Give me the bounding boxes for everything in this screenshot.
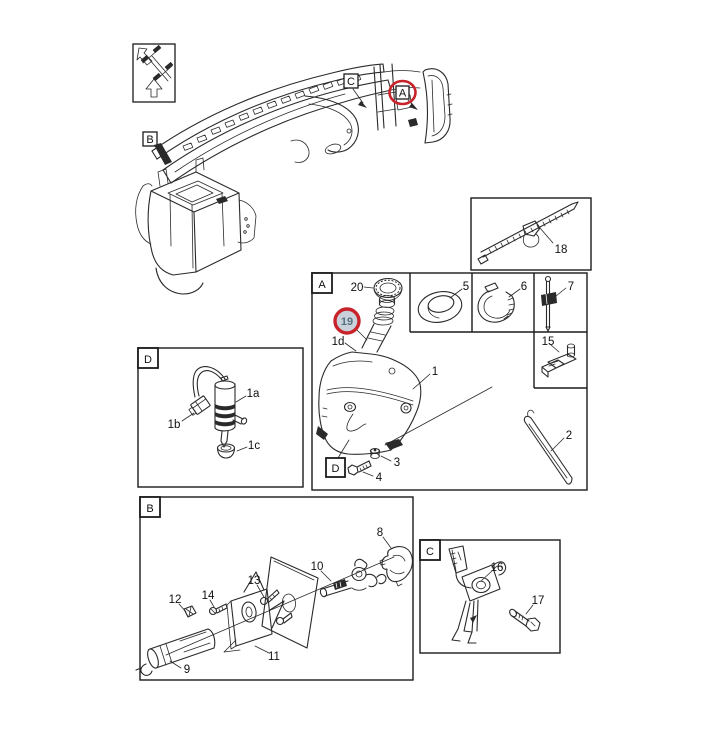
- housing-drawing: [135, 157, 257, 295]
- section-label-a-highlighted[interactable]: A: [388, 79, 419, 110]
- part-13-screw-drawing: [259, 589, 293, 626]
- callout-11[interactable]: 11: [268, 651, 280, 663]
- callout-1a[interactable]: 1a: [247, 388, 260, 400]
- callout-18[interactable]: 18: [555, 244, 568, 256]
- callout-15[interactable]: 15: [542, 336, 555, 348]
- callout-2[interactable]: 2: [566, 430, 572, 442]
- part-10-nozzle-drawing: [319, 558, 387, 598]
- beam-slots: [182, 74, 362, 151]
- section-d-box: D 1a 1b 1c: [137, 347, 304, 488]
- section-a-box: A: [311, 272, 588, 491]
- callout-4[interactable]: 4: [376, 472, 383, 484]
- callout-10[interactable]: 10: [311, 561, 324, 573]
- callout-14[interactable]: 14: [202, 590, 215, 602]
- part-7-pin-drawing: [541, 275, 557, 332]
- section-a-letter: A: [399, 88, 407, 100]
- callout-16[interactable]: 16: [491, 562, 504, 574]
- part-2-tube-drawing: [523, 409, 573, 485]
- section-a-highlight-ring: [388, 79, 417, 106]
- section-label-b[interactable]: B: [142, 131, 172, 165]
- part-17-bolt-drawing: [509, 608, 541, 632]
- callout-6[interactable]: 6: [521, 281, 527, 293]
- section-a-corner-letter: A: [318, 279, 326, 291]
- part-1-reservoir-drawing: [316, 351, 422, 455]
- duct-drawing: [290, 95, 359, 163]
- section-c-corner-letter: C: [426, 546, 434, 558]
- section-c-arrow-icon: [358, 101, 367, 108]
- part-19-filler-neck-drawing: [361, 295, 396, 353]
- part-5-grommet-drawing: [417, 291, 463, 323]
- travel-direction-arrow-icon: [136, 47, 153, 66]
- part-1b-connector-drawing: [188, 395, 211, 416]
- section-a-corner-box[interactable]: [311, 272, 333, 294]
- callout-13[interactable]: 13: [248, 575, 261, 587]
- inset-frame: [132, 43, 176, 103]
- section-d-corner-box[interactable]: [137, 347, 159, 369]
- part-6-clamp-drawing: [477, 282, 515, 323]
- section-d-reference-letter: D: [332, 463, 340, 475]
- callout-19-badge: [333, 307, 361, 335]
- callout-17[interactable]: 17: [532, 595, 545, 607]
- callout-19-highlighted[interactable]: 19: [333, 307, 368, 341]
- callout-12[interactable]: 12: [169, 594, 182, 606]
- part-9-cylinder-drawing: [135, 628, 216, 676]
- section-a-arrow-icon: [409, 103, 418, 110]
- part-3-bushing-drawing: [369, 447, 381, 459]
- section-b-letter: B: [146, 134, 153, 146]
- section-a-frame: [311, 272, 588, 491]
- section-b-frame: [139, 496, 414, 681]
- section-d-frame: [137, 347, 304, 488]
- part-11-bracket-drawing: [223, 571, 285, 653]
- callout-1b[interactable]: 1b: [168, 419, 181, 431]
- callout-7[interactable]: 7: [568, 281, 574, 293]
- callout-1c[interactable]: 1c: [248, 440, 260, 452]
- section-b-arrow-icon: [154, 143, 172, 165]
- section-d-corner-letter: D: [144, 354, 152, 366]
- callout-20[interactable]: 20: [351, 282, 364, 294]
- callout-1d[interactable]: 1d: [332, 336, 345, 348]
- part-1c-grommet-drawing: [216, 443, 236, 459]
- section-b-corner-box[interactable]: [139, 496, 161, 518]
- right-bracket-drawing: [373, 63, 453, 144]
- car-top-view-icon: [140, 44, 174, 82]
- section-c-corner-box[interactable]: [419, 539, 441, 561]
- section-label-c[interactable]: C: [343, 73, 367, 108]
- bumper-assembly-drawing: B C A: [135, 63, 453, 295]
- section-c-box: C 16 17: [419, 539, 561, 654]
- part-4-bolt-drawing: [347, 460, 372, 476]
- callout-19-number: 19: [341, 316, 353, 328]
- cable-tie-box: 18: [470, 197, 592, 271]
- part-8-cover-drawing: [379, 546, 413, 587]
- section-b-box: B: [135, 496, 414, 681]
- part-12-clip-drawing: [183, 605, 197, 618]
- part-15-bracket-drawing: [541, 343, 577, 378]
- part-16-bracket-drawing: [448, 545, 507, 644]
- part-1a-pump-drawing: [192, 366, 248, 448]
- part-20-cap-drawing: [373, 277, 403, 301]
- cable-tie-frame: [470, 197, 592, 271]
- section-c-frame: [419, 539, 561, 654]
- orientation-inset: [132, 43, 176, 103]
- up-arrow-icon: [145, 78, 163, 98]
- callout-1[interactable]: 1: [432, 366, 438, 378]
- callout-8[interactable]: 8: [377, 527, 383, 539]
- section-c-letter: C: [347, 76, 355, 88]
- section-b-corner-letter: B: [146, 503, 153, 515]
- section-d-reference-box[interactable]: [325, 457, 346, 478]
- callout-9[interactable]: 9: [184, 664, 190, 676]
- callout-5[interactable]: 5: [463, 281, 469, 293]
- sub-box-dividers: [409, 273, 587, 389]
- callout-3[interactable]: 3: [394, 457, 400, 469]
- part-18-cable-tie-drawing: [477, 201, 579, 265]
- part-2-location-line: [384, 386, 493, 446]
